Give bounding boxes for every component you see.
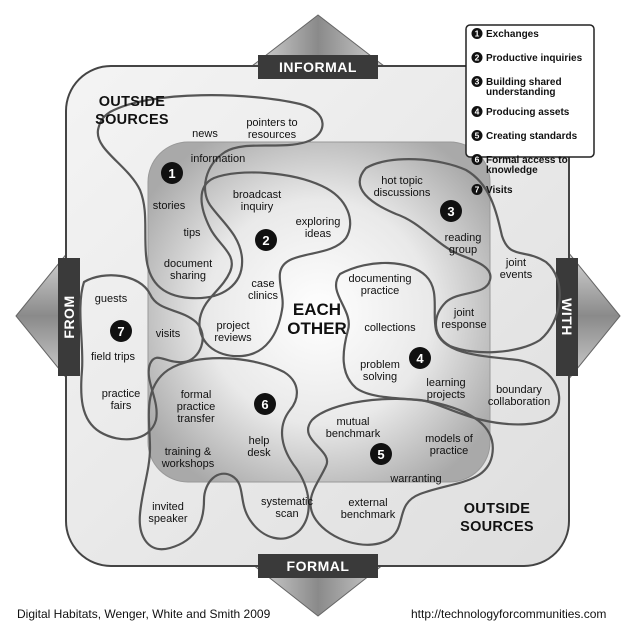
activity-field-trips: field trips [91,351,136,363]
caption-url: http://technologyforcommunities.com [411,607,607,621]
region-6-formal-access [138,357,310,551]
caption-citation: Digital Habitats, Wenger, White and Smit… [17,607,271,621]
legend: 1 Exchanges 2 Productive inquiries 3 Building… [465,24,595,196]
svg-text:2: 2 [262,233,269,248]
svg-text:1: 1 [475,29,480,39]
legend-items: 1 Exchanges 2 Productive inquiries 3 Building… [471,28,583,196]
svg-text:3: 3 [475,77,480,87]
svg-text:4: 4 [475,107,480,117]
region-2-productive-inquiries [198,171,352,358]
region-badge-7: 7 [110,320,132,342]
legend-box [465,24,595,158]
activity-news: news [192,128,218,140]
activity-tips: tips [183,227,201,239]
region-badge-4: 4 [409,347,431,369]
activity-information: information [191,153,245,165]
arrow-labels: INFORMAL FORMAL FROM WITH [58,55,578,578]
svg-text:4: 4 [416,351,424,366]
svg-text:1: 1 [168,166,175,181]
arrow-label-formal: FORMAL [287,558,350,574]
svg-text:2: 2 [475,53,480,63]
region-5-creating-standards [306,397,494,546]
svg-text:Formal access to: Formal access to [486,155,568,166]
activity-stories: stories [153,200,186,212]
each-other-line2: OTHER [287,319,347,338]
outside-sources-top-line1: OUTSIDE [99,94,166,110]
activity-training-workshops: training &workshops [161,446,215,470]
svg-text:5: 5 [475,131,480,141]
region-badge-5: 5 [370,443,392,465]
svg-text:6: 6 [475,155,480,165]
svg-text:Productive inquiries: Productive inquiries [486,53,583,64]
region-badge-3: 3 [440,200,462,222]
arrow-label-from: FROM [61,295,77,338]
svg-text:knowledge: knowledge [486,165,538,176]
svg-text:3: 3 [447,204,454,219]
inner-square [147,141,491,483]
svg-text:7: 7 [475,185,480,195]
svg-text:Producing assets: Producing assets [486,107,570,118]
headers: OUTSIDE SOURCES OUTSIDE SOURCES EACH OTH… [95,94,534,535]
svg-text:7: 7 [117,324,124,339]
legend-item-2: 2 Productive inquiries [471,52,583,64]
svg-text:5: 5 [377,447,384,462]
activity-visits: visits [156,328,181,340]
region-4-producing-assets [334,261,561,426]
activity-warranting: warranting [389,473,441,485]
outside-sources-bottom-line1: OUTSIDE [464,501,531,517]
activity-collections: collections [364,322,416,334]
legend-item-7: 7 Visits [471,184,513,196]
region-badge-6: 6 [254,393,276,415]
activity-guests: guests [95,293,128,305]
legend-item-5: 5 Creating standards [471,130,578,142]
activity-regions [79,94,561,551]
svg-text:Exchanges: Exchanges [486,29,539,40]
region-1-exchanges [96,94,324,300]
svg-text:Visits: Visits [486,185,513,196]
region-badge-1: 1 [161,162,183,184]
svg-text:understanding: understanding [486,87,555,98]
region-7-visits [79,274,204,441]
region-3-building-understanding [358,158,561,354]
outside-sources-top-line2: SOURCES [95,112,169,128]
legend-item-1: 1 Exchanges [471,28,539,40]
arrow-label-informal: INFORMAL [279,59,357,75]
svg-text:Building shared: Building shared [486,77,562,88]
svg-text:6: 6 [261,397,268,412]
legend-item-4: 4 Producing assets [471,106,570,118]
each-other-line1: EACH [293,300,341,319]
svg-text:Creating standards: Creating standards [486,131,578,142]
arrow-label-with: WITH [559,298,575,336]
region-badge-2: 2 [255,229,277,251]
outside-sources-bottom-line2: SOURCES [460,519,534,535]
region-badges: 1 2 3 4 5 6 7 [110,162,462,465]
